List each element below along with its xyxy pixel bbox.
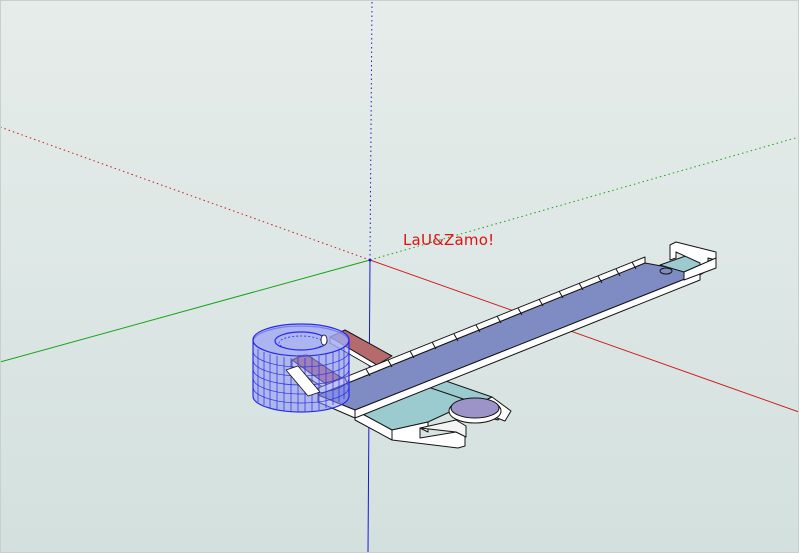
roof-top (317, 262, 701, 411)
cylinder-ramp-wedge (285, 365, 321, 397)
red-axis-hidden (0, 126, 371, 261)
selected-cylinder[interactable] (252, 323, 350, 413)
roof-back-rail (317, 256, 646, 396)
end-cap-front (683, 257, 717, 281)
red-axis (369, 259, 799, 413)
model-text-label[interactable]: LaU&Zamo! (403, 231, 495, 249)
stair-block (419, 419, 467, 438)
cylinder-top-rim (252, 323, 350, 357)
blue-axis-hidden (369, 0, 373, 261)
origin-icon (368, 258, 372, 262)
end-cap-detail (659, 267, 673, 275)
main-roof-bar[interactable] (317, 241, 717, 419)
roof-front (354, 272, 701, 419)
green-axis (0, 259, 371, 363)
round-pool-top (450, 397, 500, 419)
building-model[interactable] (252, 241, 717, 449)
cylinder-column (320, 334, 328, 346)
